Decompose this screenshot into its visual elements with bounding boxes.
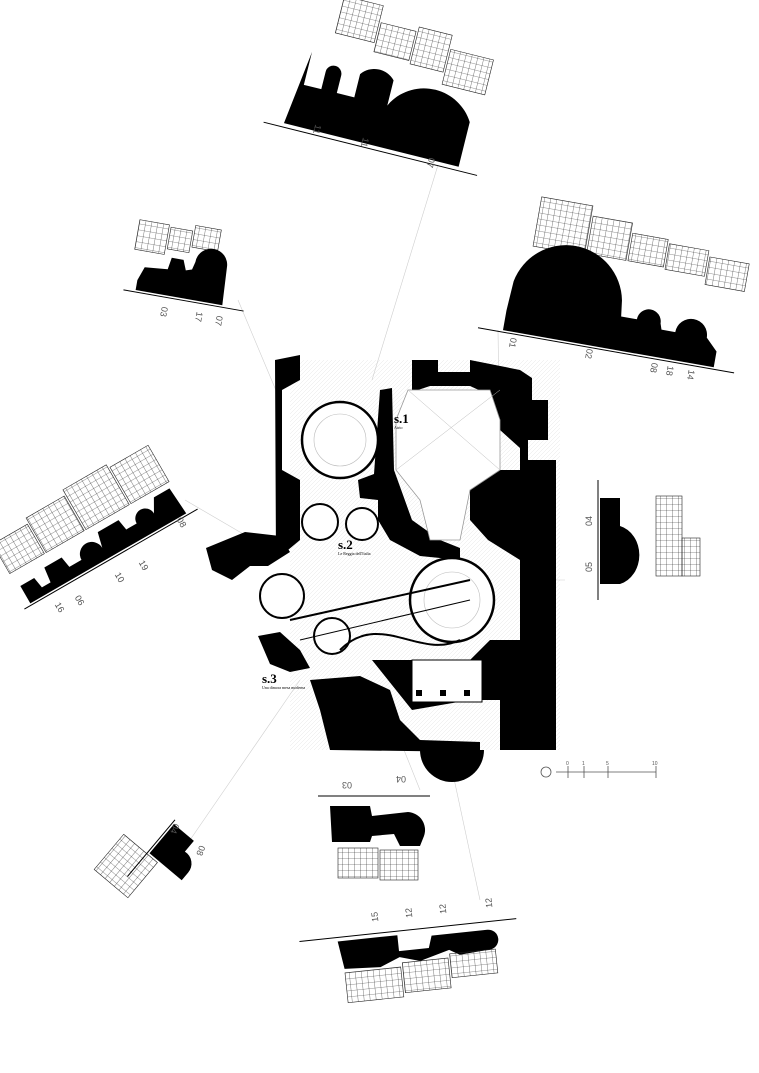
elev-ul-n3: 07 [213, 315, 225, 327]
section-s3-number: s.3 [262, 671, 277, 686]
section-s1-caption: Atrio [394, 425, 403, 430]
scale-tick-10: 10 [652, 761, 658, 767]
scale-tick-1: 1 [582, 761, 585, 767]
elev-top-n3: 07 [425, 157, 437, 169]
elev-b-n1: 15 [369, 911, 380, 922]
elev-bl-n2: 08 [194, 844, 207, 857]
elev-b-n2: 12 [403, 907, 414, 918]
elev-l-n3: 10 [113, 571, 127, 585]
elev-bl-n1: 04 [168, 822, 181, 835]
elevation-upper-left: 03 17 07 [123, 219, 244, 327]
scale-tick-0: 0 [566, 761, 569, 767]
elev-b-n3: 12 [437, 903, 448, 914]
elev-top-n2: 11 [359, 137, 371, 148]
elevation-bottom: 15 12 12 12 [299, 897, 517, 1004]
section-s2-number: s.2 [338, 537, 353, 552]
elev-ur-n3: 08 [648, 362, 660, 374]
elev-ur-n1: 01 [507, 337, 519, 349]
elev-ul-n1: 03 [158, 306, 170, 318]
section-label-s1: s.1 Atrio [394, 412, 409, 430]
elev-l-n5: 08 [175, 516, 189, 530]
elev-l-n4: 19 [137, 559, 151, 573]
elev-r-n2: 05 [584, 562, 594, 572]
section-s1-number: s.1 [394, 411, 409, 426]
elev-b-n4: 12 [483, 897, 494, 908]
elevation-bottom-left: 04 08 [93, 819, 207, 899]
elevation-top: 11 11 07 [263, 0, 494, 176]
elevation-bottom-center: 03 04 [318, 774, 430, 881]
elev-bc-n1: 03 [342, 780, 352, 790]
elev-ur-n5: 14 [685, 369, 697, 381]
elev-l-n1: 16 [53, 601, 67, 615]
elev-ur-n2: 02 [583, 348, 595, 360]
elev-r-n1: 04 [584, 516, 594, 526]
north-arrow-icon [540, 766, 552, 778]
elevation-upper-right: 01 02 08 18 14 [477, 196, 750, 381]
elev-ur-n4: 18 [664, 365, 676, 377]
elevation-right: 04 05 [584, 480, 701, 600]
section-s2-caption: Le Reggia dell'Italia [338, 551, 371, 556]
elev-ul-n2: 17 [193, 311, 205, 323]
elev-top-n1: 11 [311, 124, 323, 135]
elev-bc-n2: 04 [396, 774, 406, 784]
elevation-left: 16 06 10 19 08 [0, 444, 198, 615]
section-label-s2: s.2 Le Reggia dell'Italia [338, 538, 370, 556]
section-s3-caption: Una dimora mesa moderna [262, 685, 306, 690]
elev-l-n2: 06 [73, 594, 87, 608]
scale-tick-5: 5 [606, 761, 609, 767]
section-label-s3: s.3 Una dimora mesa moderna [262, 672, 305, 690]
scale-bar: 0 1 5 10 [540, 761, 658, 778]
floor-plan [206, 355, 560, 782]
